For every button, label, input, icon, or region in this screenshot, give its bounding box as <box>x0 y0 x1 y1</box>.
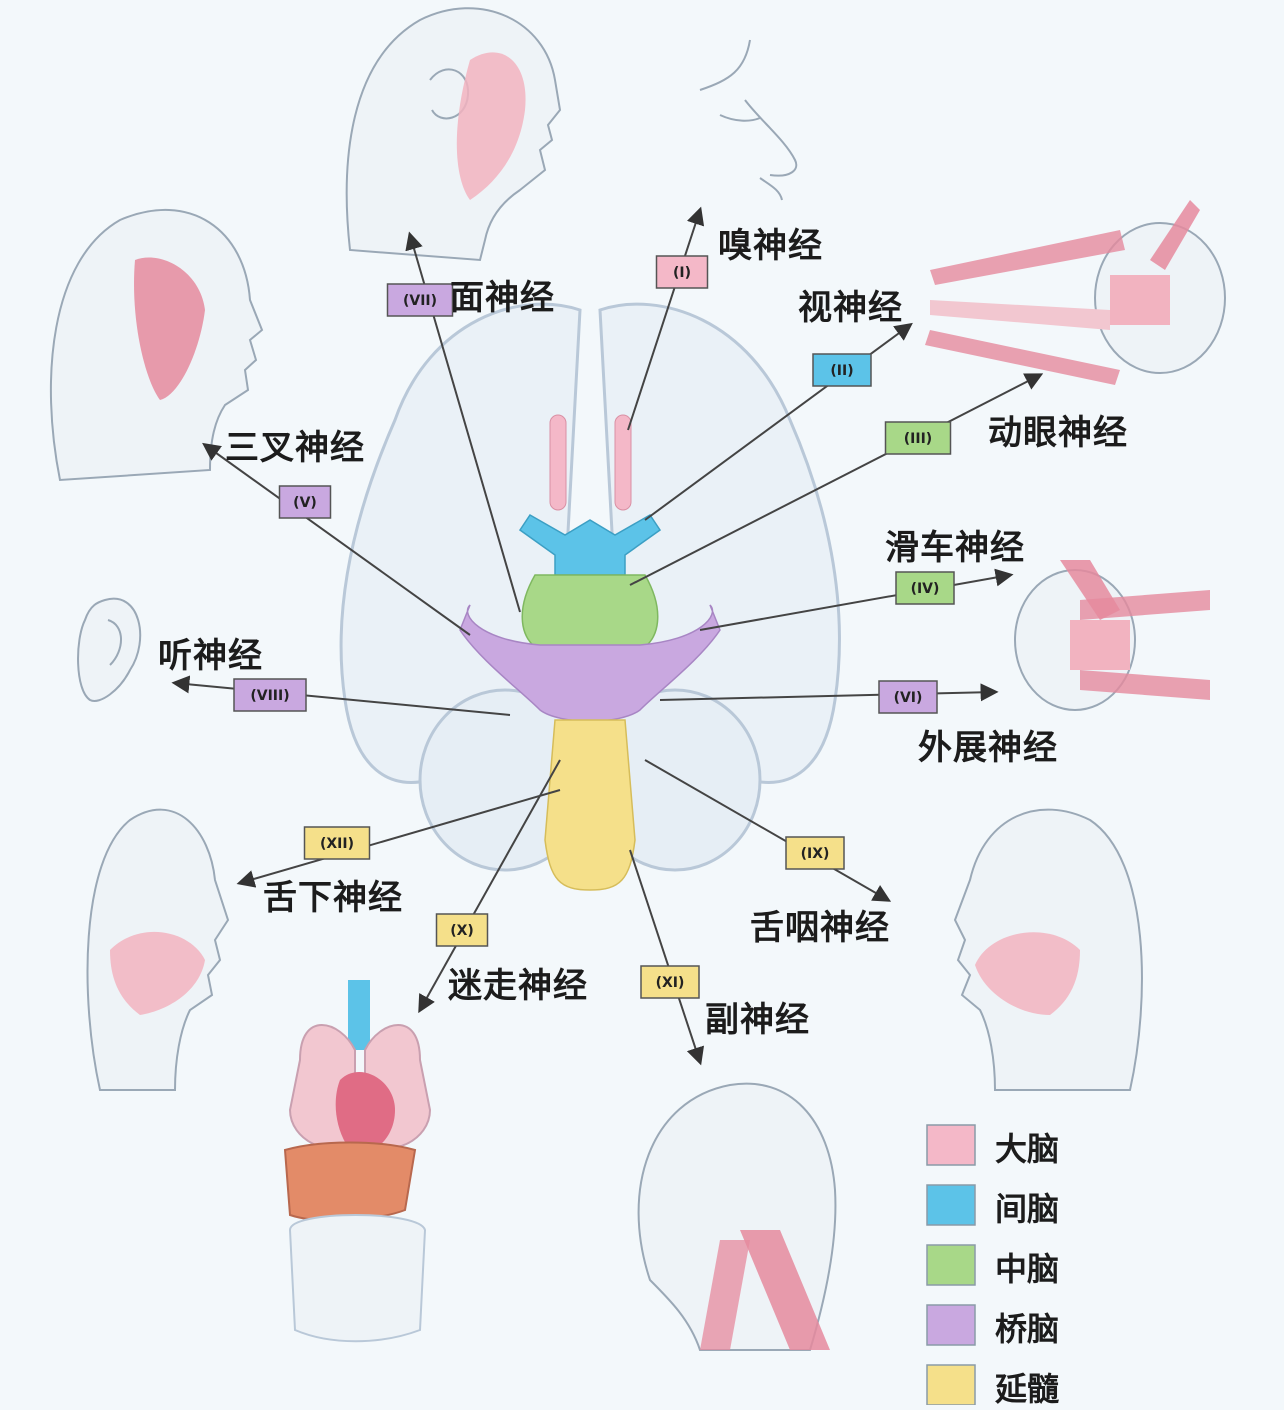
svg-text:(VIII): (VIII) <box>250 688 289 704</box>
legend-label-cerebrum: 大脑 <box>995 1130 1060 1168</box>
svg-text:(IV): (IV) <box>911 581 940 597</box>
nerve-tag-vii: (VII) <box>386 283 454 317</box>
legend <box>926 1124 976 1405</box>
svg-text:(VI): (VI) <box>894 690 923 706</box>
midbrain <box>521 574 659 651</box>
medulla <box>544 719 636 891</box>
nerve-tag-ii: (II) <box>812 353 872 387</box>
optic-chiasm <box>518 514 662 576</box>
nose-illustration <box>699 39 798 201</box>
nerve-arrow-viii <box>171 675 511 716</box>
nerve-arrows <box>171 206 1044 1066</box>
legend-label-diencephalon: 间脑 <box>995 1190 1060 1228</box>
nerve-label-vi: 外展神经 <box>918 728 1058 768</box>
nerve-arrow-xii <box>236 789 561 888</box>
legend-label-medulla: 延髓 <box>995 1370 1060 1408</box>
legend-swatch-pons <box>926 1304 976 1346</box>
svg-text:(X): (X) <box>450 923 474 939</box>
ear-illustration <box>77 597 142 702</box>
nerve-arrow-ix <box>644 759 892 902</box>
nerve-tags: (I) (II) (III) (IV) (V) (VI) (VII) (VIII) (IX) (X… <box>233 255 955 999</box>
nerve-arrow-v <box>202 442 471 636</box>
nerve-tag-x: (X) <box>435 913 489 947</box>
nerve-label-iv: 滑车神经 <box>885 528 1025 568</box>
nerve-label-i: 嗅神经 <box>718 226 823 266</box>
nerve-tag-ix: (IX) <box>785 836 845 870</box>
brain-illustration <box>339 302 841 891</box>
eye-illustration-lower <box>1014 560 1210 711</box>
legend-swatch-medulla <box>926 1364 976 1405</box>
svg-text:(XI): (XI) <box>656 975 685 991</box>
nerve-tag-vi: (VI) <box>878 680 938 714</box>
head-illustration-glossopharyngeal <box>953 808 1143 1091</box>
nerve-label-ii: 视神经 <box>798 288 903 328</box>
nerve-label-xii: 舌下神经 <box>263 878 403 918</box>
olfactory-bulb-left <box>549 414 567 511</box>
nerve-tag-xii: (XII) <box>303 826 371 860</box>
nerve-label-viii: 听神经 <box>158 636 263 676</box>
legend-swatch-midbrain <box>926 1244 976 1286</box>
svg-text:(VII): (VII) <box>403 293 437 309</box>
nerve-label-iii: 动眼神经 <box>988 413 1128 453</box>
nerve-tag-iii: (III) <box>884 421 952 455</box>
olfactory-bulb-right <box>614 414 632 511</box>
organs-illustration <box>283 980 432 1343</box>
svg-text:(IX): (IX) <box>801 846 830 862</box>
head-illustration-trigeminal <box>49 209 264 482</box>
svg-text:(V): (V) <box>293 495 317 511</box>
svg-text:(II): (II) <box>830 363 853 379</box>
svg-text:(III): (III) <box>904 431 932 447</box>
nerve-arrow-vi <box>659 683 999 702</box>
legend-swatch-diencephalon <box>926 1184 976 1226</box>
face-illustration <box>345 7 562 262</box>
nerve-arrow-iii <box>629 373 1044 586</box>
eye-illustration-upper <box>925 200 1226 385</box>
nerve-arrow-x <box>418 759 561 1014</box>
nerve-tag-iv: (IV) <box>895 571 955 605</box>
nerve-tag-xi: (XI) <box>640 965 700 999</box>
nerve-arrow-i <box>627 206 705 431</box>
legend-label-midbrain: 中脑 <box>995 1250 1060 1288</box>
head-illustration-hypoglossal <box>86 808 230 1091</box>
nerve-tag-i: (I) <box>655 255 709 289</box>
legend-label-pons: 桥脑 <box>995 1310 1060 1348</box>
nerve-label-v: 三叉神经 <box>225 428 365 468</box>
nerve-arrow-xi <box>629 849 705 1066</box>
nerve-tag-viii: (VIII) <box>233 678 307 712</box>
nerve-arrow-iv <box>699 568 1014 631</box>
nerve-label-x: 迷走神经 <box>448 966 588 1006</box>
svg-text:(I): (I) <box>673 265 691 281</box>
nerve-label-xi: 副神经 <box>705 1000 810 1040</box>
svg-text:(XII): (XII) <box>320 836 354 852</box>
nerve-tag-v: (V) <box>278 485 332 519</box>
head-illustration-accessory <box>637 1082 837 1351</box>
nerve-label-ix: 舌咽神经 <box>750 908 890 948</box>
legend-swatch-cerebrum <box>926 1124 976 1166</box>
nerve-label-vii: 面神经 <box>450 278 555 318</box>
